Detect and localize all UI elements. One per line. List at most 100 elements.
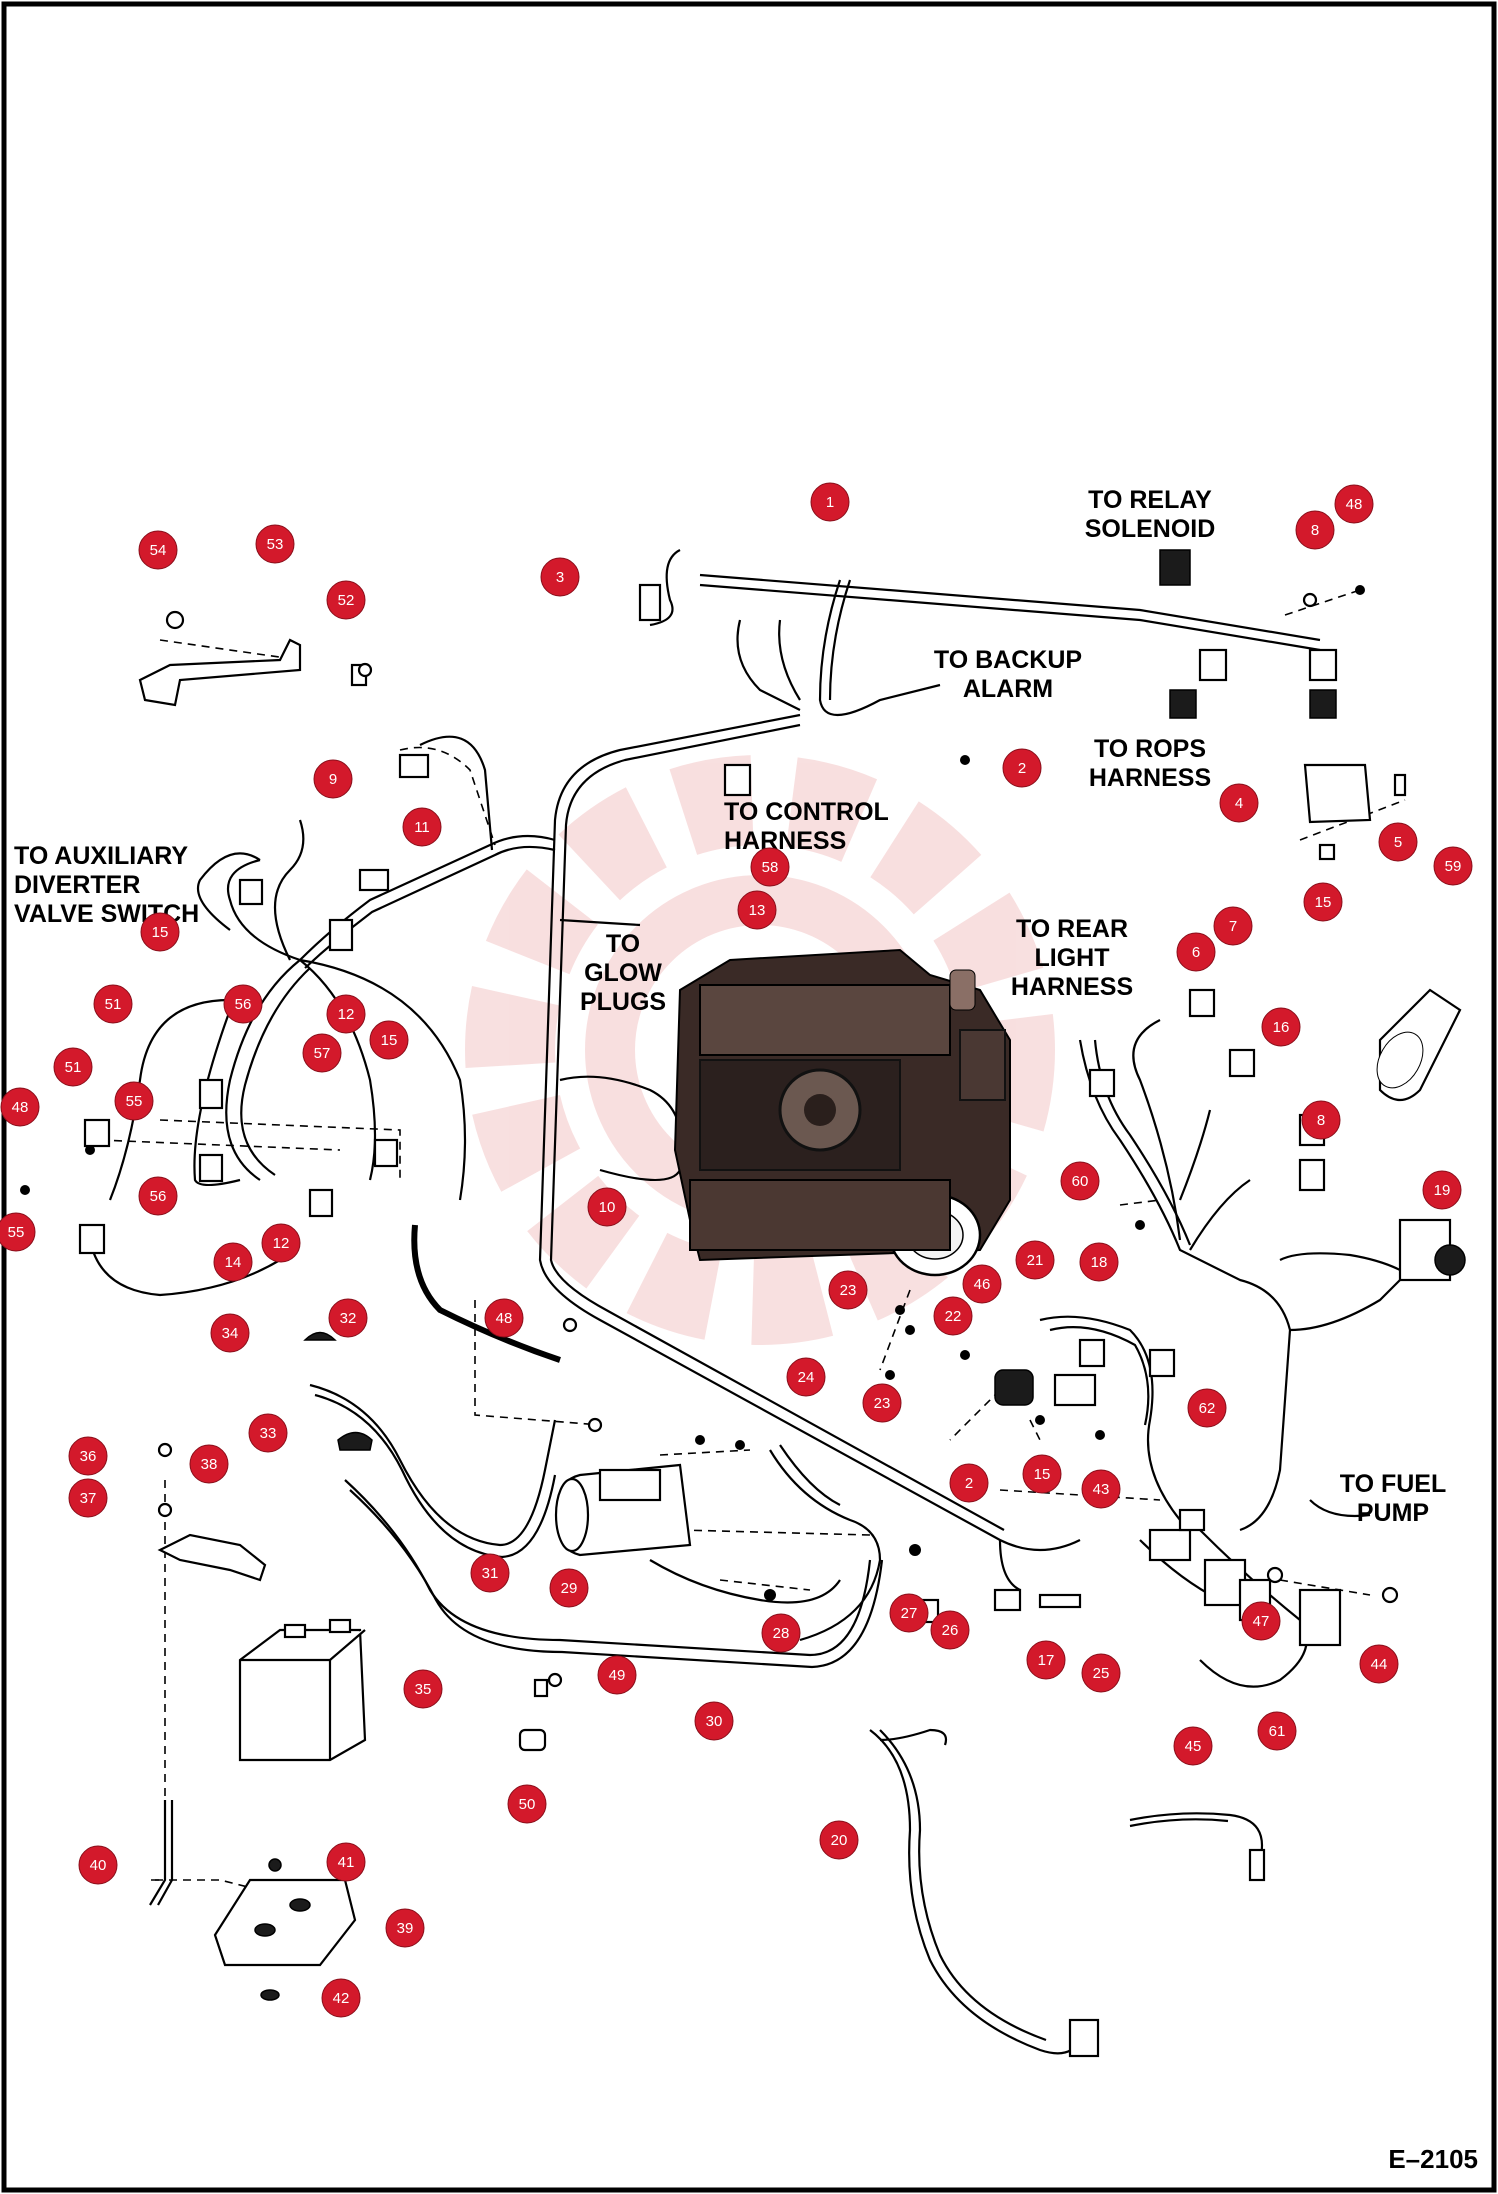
callout-number: 9 bbox=[329, 771, 337, 788]
callout-36: 36 bbox=[68, 1436, 108, 1476]
callout-number: 33 bbox=[260, 1425, 277, 1442]
callout-35: 35 bbox=[403, 1669, 443, 1709]
callout-number: 16 bbox=[1273, 1019, 1290, 1036]
callout-number: 36 bbox=[80, 1448, 97, 1465]
callout-number: 52 bbox=[338, 592, 355, 609]
callout-bubble bbox=[1241, 1601, 1281, 1641]
callout-41: 41 bbox=[326, 1842, 366, 1882]
callout-55: 55 bbox=[0, 1212, 36, 1252]
callout-number: 41 bbox=[338, 1854, 355, 1871]
callout-9: 9 bbox=[313, 759, 353, 799]
callout-bubble bbox=[949, 1463, 989, 1503]
callout-25: 25 bbox=[1081, 1653, 1121, 1693]
callout-bubble bbox=[1334, 484, 1374, 524]
callout-48: 48 bbox=[484, 1298, 524, 1338]
callout-number: 31 bbox=[482, 1565, 499, 1582]
callout-bubble bbox=[223, 984, 263, 1024]
callout-bubble bbox=[1213, 906, 1253, 946]
label-fuel-pump: TO FUEL PUMP bbox=[1340, 1470, 1446, 1527]
callout-51: 51 bbox=[93, 984, 133, 1024]
callout-10: 10 bbox=[587, 1187, 627, 1227]
svg-text:TO REAR: TO REAR bbox=[1016, 915, 1128, 943]
filter-59 bbox=[1376, 988, 1462, 1102]
callout-42: 42 bbox=[321, 1978, 361, 2018]
callout-number: 25 bbox=[1093, 1665, 1110, 1682]
callout-bubble bbox=[470, 1553, 510, 1593]
callout-45: 45 bbox=[1173, 1726, 1213, 1766]
callout-number: 26 bbox=[942, 1622, 959, 1639]
callout-number: 32 bbox=[340, 1310, 357, 1327]
callout-52: 52 bbox=[326, 580, 366, 620]
callout-bubble bbox=[587, 1187, 627, 1227]
callout-bubble bbox=[1261, 1007, 1301, 1047]
callout-48: 48 bbox=[1334, 484, 1374, 524]
module-4 bbox=[1303, 763, 1407, 861]
callout-61: 61 bbox=[1257, 1711, 1297, 1751]
callout-21: 21 bbox=[1015, 1240, 1055, 1280]
svg-text:SOLENOID: SOLENOID bbox=[1085, 515, 1216, 543]
callout-56: 56 bbox=[223, 984, 263, 1024]
callout-4: 4 bbox=[1219, 783, 1259, 823]
callout-bubble bbox=[0, 1212, 36, 1252]
svg-text:TO ROPS: TO ROPS bbox=[1094, 735, 1206, 763]
callout-number: 61 bbox=[1269, 1723, 1286, 1740]
relay-19 bbox=[1398, 1218, 1466, 1282]
bracket-53 bbox=[138, 610, 368, 707]
callout-bubble bbox=[1219, 783, 1259, 823]
callout-bubble bbox=[138, 1176, 178, 1216]
callout-bubble bbox=[68, 1478, 108, 1518]
callout-number: 8 bbox=[1317, 1112, 1325, 1129]
callout-bubble bbox=[507, 1784, 547, 1824]
terminal-33 bbox=[337, 1431, 373, 1451]
callout-30: 30 bbox=[694, 1701, 734, 1741]
harness-wires bbox=[88, 549, 1421, 2055]
callout-2: 2 bbox=[949, 1463, 989, 1503]
callout-24: 24 bbox=[786, 1357, 826, 1397]
callout-bubble bbox=[761, 1613, 801, 1653]
callout-15: 15 bbox=[369, 1020, 409, 1060]
callout-26: 26 bbox=[930, 1610, 970, 1650]
callout-29: 29 bbox=[549, 1568, 589, 1608]
callout-46: 46 bbox=[962, 1264, 1002, 1304]
callout-bubble bbox=[1187, 1388, 1227, 1428]
label-glow-plugs: TO GLOW PLUGS bbox=[580, 930, 666, 1016]
callout-28: 28 bbox=[761, 1613, 801, 1653]
callout-40: 40 bbox=[78, 1845, 118, 1885]
svg-text:HARNESS: HARNESS bbox=[724, 827, 846, 855]
callout-number: 23 bbox=[874, 1395, 891, 1412]
callout-1: 1 bbox=[810, 482, 850, 522]
callout-bubble bbox=[828, 1270, 868, 1310]
callout-39: 39 bbox=[385, 1908, 425, 1948]
terminal-34 bbox=[303, 1331, 337, 1341]
callout-bubble bbox=[1295, 510, 1335, 550]
callout-number: 22 bbox=[945, 1308, 962, 1325]
callout-number: 55 bbox=[8, 1224, 25, 1241]
callout-bubble bbox=[1060, 1161, 1100, 1201]
callout-2: 2 bbox=[1002, 748, 1042, 788]
callout-7: 7 bbox=[1213, 906, 1253, 946]
callout-bubble bbox=[1378, 822, 1418, 862]
callout-bubble bbox=[68, 1436, 108, 1476]
callout-number: 12 bbox=[273, 1235, 290, 1252]
callout-bubble bbox=[1002, 748, 1042, 788]
callout-bubble bbox=[1257, 1711, 1297, 1751]
callout-bubble bbox=[549, 1568, 589, 1608]
callout-number: 55 bbox=[126, 1093, 143, 1110]
callout-bubble bbox=[1359, 1644, 1399, 1684]
switch-46 bbox=[994, 1369, 1097, 1407]
callout-62: 62 bbox=[1187, 1388, 1227, 1428]
callout-number: 2 bbox=[1018, 760, 1026, 777]
part-50 bbox=[518, 1678, 549, 1752]
callout-bubble bbox=[597, 1655, 637, 1695]
callout-33: 33 bbox=[248, 1413, 288, 1453]
callout-44: 44 bbox=[1359, 1644, 1399, 1684]
callout-bubble bbox=[326, 1842, 366, 1882]
svg-text:PLUGS: PLUGS bbox=[580, 988, 666, 1016]
callout-5: 5 bbox=[1378, 822, 1418, 862]
callout-number: 48 bbox=[1346, 496, 1363, 513]
callout-number: 39 bbox=[397, 1920, 414, 1937]
callout-8: 8 bbox=[1295, 510, 1335, 550]
callout-number: 56 bbox=[150, 1188, 167, 1205]
callout-bubble bbox=[261, 1223, 301, 1263]
